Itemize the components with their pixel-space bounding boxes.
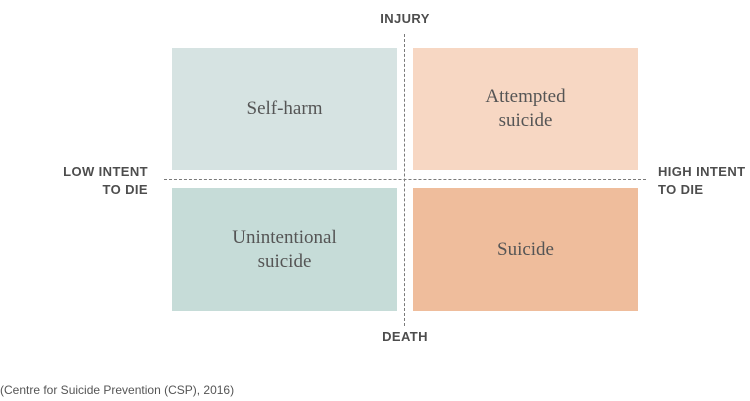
axis-label-low-intent-line1: LOW INTENT bbox=[63, 164, 148, 179]
quadrant-unintentional-suicide: Unintentional suicide bbox=[172, 188, 397, 311]
axis-label-high-intent-line2: TO DIE bbox=[658, 182, 704, 197]
quadrant-attempted-suicide-line1: Attempted bbox=[485, 86, 566, 107]
axis-label-low-intent-line2: TO DIE bbox=[102, 182, 148, 197]
quadrant-unintentional-suicide-line1: Unintentional bbox=[232, 226, 337, 248]
axis-label-low-intent: LOW INTENT TO DIE bbox=[40, 163, 148, 199]
axis-label-high-intent-line1: HIGH INTENT bbox=[658, 164, 746, 179]
axis-label-death: DEATH bbox=[382, 329, 428, 344]
quadrant-unintentional-suicide-line2: suicide bbox=[257, 250, 312, 272]
quadrant-suicide-line1: Suicide bbox=[497, 238, 554, 260]
quadrant-self-harm-line1: Self-harm bbox=[246, 98, 323, 119]
axis-label-injury: INJURY bbox=[380, 11, 430, 26]
quadrant-attempted-suicide-line2: suicide bbox=[498, 110, 553, 131]
quadrant-attempted-suicide: Attempted suicide bbox=[413, 48, 638, 170]
citation: (Centre for Suicide Prevention (CSP), 20… bbox=[0, 383, 235, 397]
axis-label-high-intent: HIGH INTENT TO DIE bbox=[658, 163, 750, 199]
quadrant-suicide: Suicide bbox=[413, 188, 638, 311]
vertical-dashed-axis bbox=[404, 34, 405, 326]
quadrant-self-harm: Self-harm bbox=[172, 48, 397, 170]
horizontal-dashed-axis bbox=[164, 179, 646, 180]
